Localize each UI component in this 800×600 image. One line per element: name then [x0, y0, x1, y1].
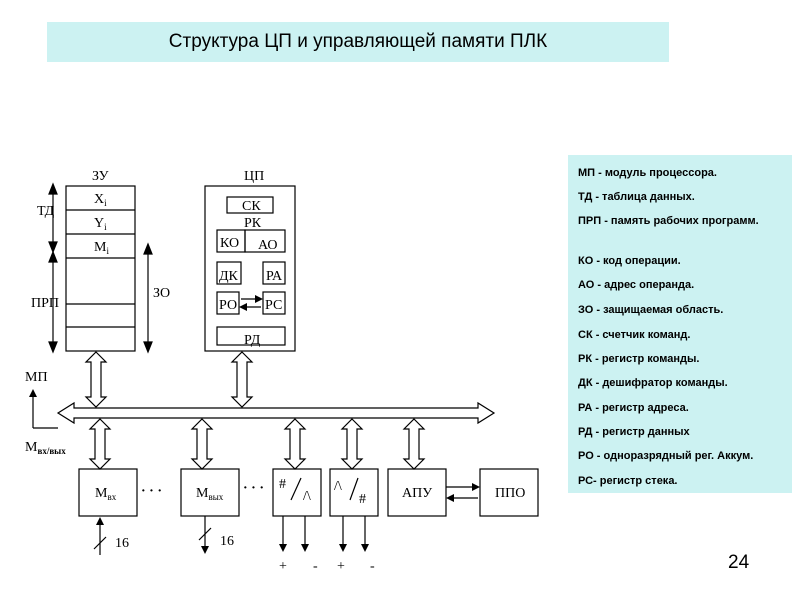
cpu-ko: КО	[220, 236, 239, 251]
cpu-rd: РД	[244, 333, 261, 348]
zu-row-y: Yi	[94, 216, 107, 232]
memory-block	[65, 185, 136, 352]
ellipsis-2: · · ·	[243, 481, 264, 496]
td-label: ТД	[37, 204, 55, 219]
legend-item: РА - регистр адреса.	[578, 402, 689, 414]
cpu-ao: АО	[258, 238, 278, 253]
page-number: 24	[728, 552, 750, 573]
cpu-rs: РС	[265, 298, 282, 313]
legend-item: РС- регистр стека.	[578, 475, 678, 487]
cpu-ra: РА	[266, 269, 283, 284]
legend-item: ЗО - защищаемая область.	[578, 304, 724, 316]
io-lines	[93, 516, 369, 555]
mp-label: МП	[25, 370, 48, 385]
cpu-sk: СК	[242, 199, 261, 214]
legend-item: ПРП - память рабочих программ.	[578, 215, 759, 227]
module-dac-a-symbol: #	[279, 477, 286, 492]
sign-1: +	[279, 559, 287, 574]
io-modules	[78, 468, 539, 517]
module-ppo: ППО	[495, 486, 525, 501]
legend-item: ДК - дешифратор команды.	[578, 377, 728, 389]
cpu-label: ЦП	[244, 169, 264, 184]
slide-title: Структура ЦП и управляющей памяти ПЛК	[47, 22, 669, 62]
legend-item: ТД - таблица данных.	[578, 191, 695, 203]
cpu-ro: РО	[219, 298, 237, 313]
zu-label: ЗУ	[92, 169, 109, 184]
range-markers	[48, 182, 153, 354]
sign-2: -	[313, 559, 318, 574]
module-apu: АПУ	[402, 486, 432, 501]
legend-item: КО - код операции.	[578, 255, 681, 267]
zo-label: ЗО	[153, 286, 170, 301]
legend-item: СК - счетчик команд.	[578, 329, 691, 341]
cpu-rk: РК	[244, 216, 262, 231]
module-m-in: Мвх	[95, 486, 117, 502]
module-adc-symbol-b: #	[359, 492, 366, 507]
legend-item: АО - адрес операнда.	[578, 279, 695, 291]
abbreviation-legend: МП - модуль процессора. ТД - таблица дан…	[568, 155, 792, 493]
module-adc-symbol: /\	[334, 479, 342, 494]
count-in: 16	[115, 536, 129, 551]
prp-label: ПРП	[31, 296, 59, 311]
legend-item: РО - одноразрядный рег. Аккум.	[578, 450, 754, 462]
bus-connectors	[84, 351, 426, 470]
ellipsis-1: · · ·	[141, 484, 162, 499]
legend-item: РК - регистр команды.	[578, 353, 700, 365]
sign-4: -	[370, 559, 375, 574]
legend-item: МП - модуль процессора.	[578, 167, 717, 179]
sign-3: +	[337, 559, 345, 574]
count-out: 16	[220, 534, 234, 549]
system-bus	[56, 401, 496, 425]
module-dac-a-symbol-b: /\	[303, 489, 311, 504]
cpu-block	[204, 185, 296, 352]
m-in-out-label: Мвх/вых	[25, 440, 66, 456]
module-m-out: Мвых	[196, 486, 224, 502]
zu-row-x: Xi	[94, 192, 107, 208]
cpu-dk: ДК	[219, 269, 239, 284]
zu-row-m: Mi	[94, 240, 109, 256]
legend-item: РД - регистр данных	[578, 426, 690, 438]
